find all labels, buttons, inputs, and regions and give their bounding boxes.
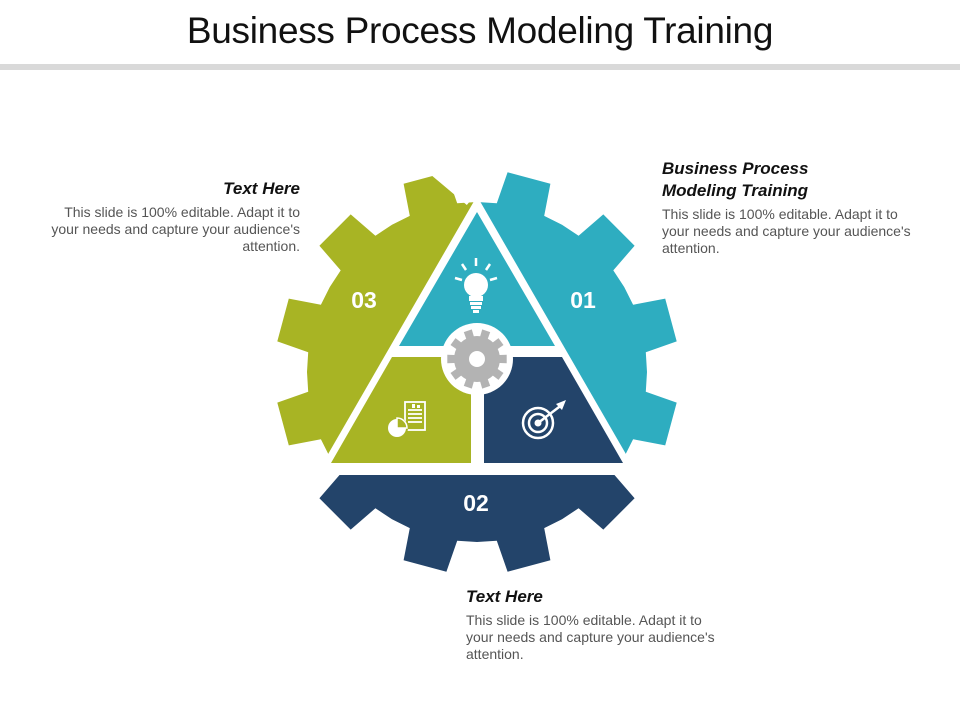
target-icon bbox=[521, 400, 566, 440]
callout-body: This slide is 100% editable. Adapt it to… bbox=[51, 204, 300, 254]
gear-icon bbox=[441, 323, 513, 395]
callout-heading: Text Here bbox=[466, 587, 543, 606]
inner-left-piece bbox=[331, 357, 471, 463]
sector-divider-right bbox=[620, 462, 724, 526]
slide-title: Business Process Modeling Training bbox=[186, 10, 774, 51]
callout-bottom: Text Here This slide is 100% editable. A… bbox=[466, 586, 716, 663]
lightbulb-icon bbox=[454, 258, 498, 313]
segment-number-02: 02 bbox=[463, 490, 489, 516]
callout-top-left: Text Here This slide is 100% editable. A… bbox=[50, 178, 300, 255]
sector-divider-top bbox=[397, 137, 476, 205]
segment-number-01: 01 bbox=[570, 287, 596, 313]
callout-heading: Business Process Modeling Training bbox=[662, 159, 809, 200]
segment-number-03: 03 bbox=[351, 287, 377, 313]
callout-body: This slide is 100% editable. Adapt it to… bbox=[662, 206, 911, 256]
callout-top-right: Business Process Modeling Training This … bbox=[662, 158, 912, 257]
sector-divider-left bbox=[236, 462, 337, 526]
callout-body: This slide is 100% editable. Adapt it to… bbox=[466, 612, 715, 662]
report-chart-icon bbox=[386, 401, 426, 439]
title-divider bbox=[0, 64, 960, 70]
callout-heading: Text Here bbox=[223, 179, 300, 198]
